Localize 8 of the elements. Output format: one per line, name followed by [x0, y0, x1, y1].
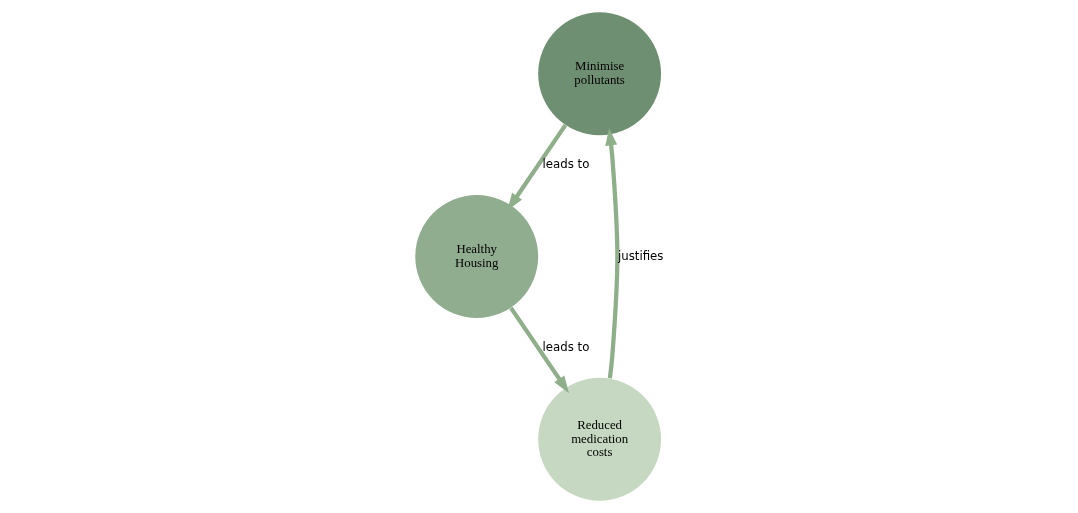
edge-label: leads to — [542, 157, 589, 172]
arrow — [604, 128, 619, 379]
node-circle: Minimise pollutants — [537, 12, 661, 136]
edge-label: leads to — [542, 339, 589, 354]
node-circle: Healthy Housing — [414, 195, 538, 318]
arrow — [508, 306, 569, 394]
arrow — [506, 123, 567, 211]
edge-label: justifies — [617, 248, 663, 263]
